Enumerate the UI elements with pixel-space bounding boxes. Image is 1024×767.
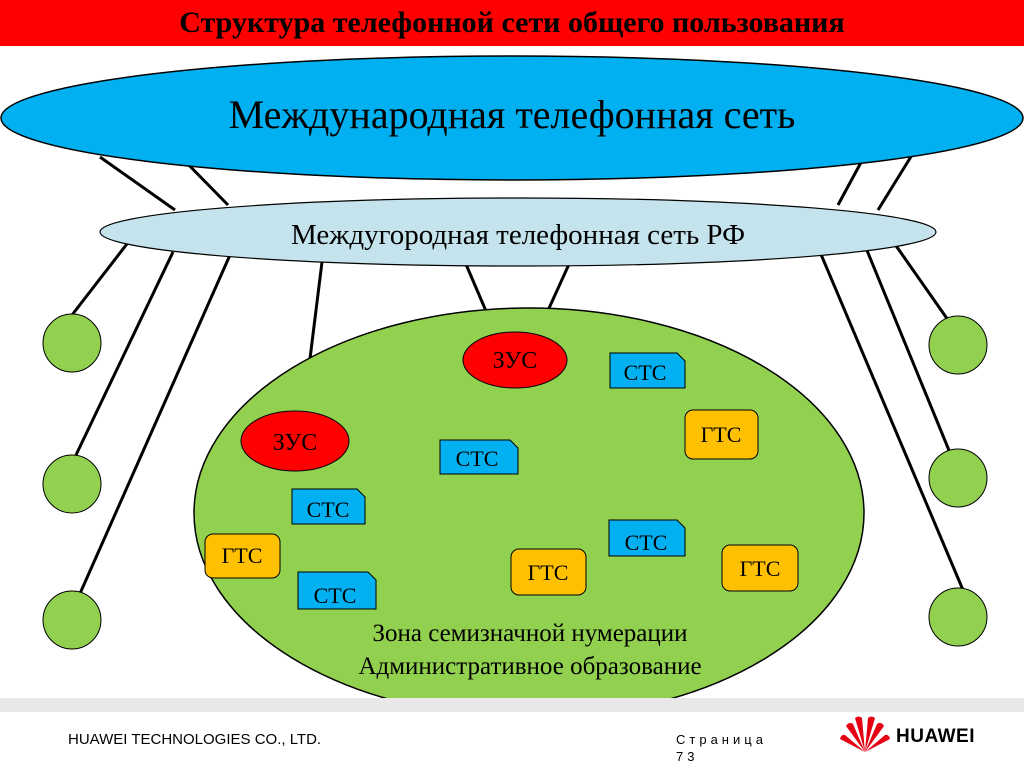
cts-node: СТС [608, 519, 686, 557]
gts-label: ГТС [222, 543, 263, 568]
international-network-label: Международная телефонная сеть [229, 92, 796, 137]
side-networks [42, 313, 988, 650]
gts-node: ГТС [684, 409, 759, 460]
cts-node: СТС [609, 352, 686, 389]
zus-node: ЗУС [240, 410, 350, 472]
zone-caption-line1: Зона семизначной нумерации [372, 620, 687, 647]
international-network-ellipse [0, 55, 1024, 181]
cts-label: СТС [307, 497, 350, 522]
gts-node: ГТС [510, 548, 587, 596]
side-network-right-2 [928, 448, 988, 508]
footer-stripe [0, 698, 1024, 712]
zus-label: ЗУС [273, 430, 317, 456]
zus-node: ЗУС [462, 331, 568, 389]
gts-node: ГТС [204, 533, 281, 579]
title-bar [0, 0, 1024, 46]
side-network-left-3 [42, 590, 102, 650]
cts-label: СТС [624, 360, 667, 385]
page-indicator: Страница 73 [676, 731, 786, 765]
network-diagram: Международная телефонная сеть Междугород… [0, 55, 1024, 700]
side-network-right-3 [928, 587, 988, 647]
huawei-logo-icon [840, 716, 890, 752]
cts-node: СТС [291, 488, 366, 525]
intercity-network-ellipse [99, 197, 937, 267]
cts-label: СТС [625, 530, 668, 555]
cts-label: СТС [314, 583, 357, 608]
gts-node: ГТС [721, 544, 799, 592]
huawei-brand-text: HUAWEI [896, 726, 975, 747]
footer-company: HUAWEI TECHNOLOGIES CO., LTD. [68, 731, 322, 748]
cts-node: СТС [439, 439, 519, 475]
side-network-left-1 [42, 313, 102, 373]
page-label: Страница [676, 732, 767, 747]
gts-label: ГТС [740, 556, 781, 581]
cts-label: СТС [456, 446, 499, 471]
gts-label: ГТС [701, 422, 742, 447]
cts-node: СТС [297, 571, 377, 610]
side-network-right-1 [928, 315, 988, 375]
page-number: 73 [676, 749, 699, 764]
page-title: Структура телефонной сети общего пользов… [179, 6, 845, 39]
gts-label: ГТС [528, 560, 569, 585]
zone-caption-line2: Административное образование [358, 653, 701, 680]
side-network-left-2 [42, 454, 102, 514]
intercity-network-label: Междугородная телефонная сеть РФ [291, 219, 745, 251]
zus-label: ЗУС [493, 348, 537, 374]
